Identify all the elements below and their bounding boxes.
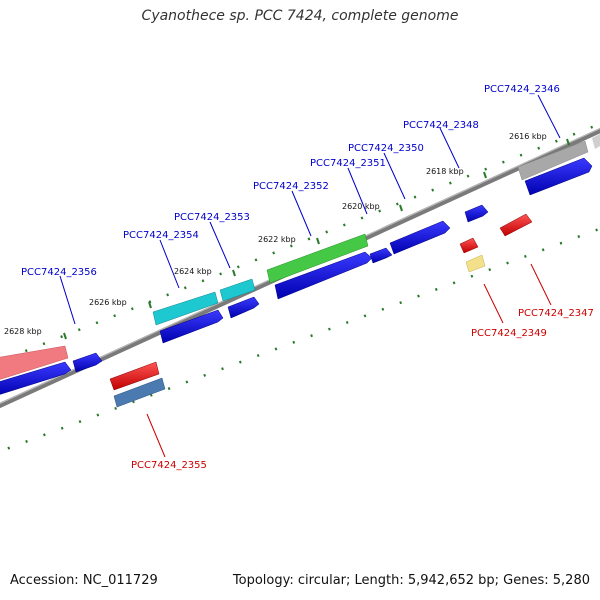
gene-label-2347[interactable]: PCC7424_2347 [518,308,594,319]
gene-2348-cds[interactable] [464,204,489,223]
gene-label-2353[interactable]: PCC7424_2353 [174,212,250,223]
gene-label-2356[interactable]: PCC7424_2356 [21,267,97,278]
gene-label-2351[interactable]: PCC7424_2351 [310,158,386,169]
kbp-tick-2620 [399,204,403,212]
leader-2353 [209,221,231,269]
kbp-label-2626: 2626 kbp [89,298,127,307]
gene-2352-cds[interactable] [274,251,373,300]
leader-2348 [439,127,460,169]
inner-tick-ring [0,227,600,453]
kbp-tick-2616 [566,138,570,146]
leader-2346 [537,94,561,139]
kbp-tick-2626 [148,301,152,309]
leader-2355 [146,413,166,458]
gene-2346-outer-end[interactable] [592,134,600,149]
leader-2347 [530,263,552,306]
gene-2347-cds[interactable] [499,213,533,237]
gene-left-outer[interactable] [0,345,69,381]
gene-2350-cds[interactable] [389,220,451,255]
leader-2350 [383,152,406,200]
kbp-label-2622: 2622 kbp [258,235,296,244]
gene-2354-cds[interactable] [159,309,224,344]
gene-2349-cds-a[interactable] [459,237,479,254]
gene-2346-cds[interactable] [524,157,593,196]
leader-2352 [291,190,312,237]
kbp-label-2620: 2620 kbp [342,202,380,211]
leader-2356 [59,275,76,325]
leader-2351 [347,167,368,215]
kbp-label-2616: 2616 kbp [509,132,547,141]
gene-label-2350[interactable]: PCC7424_2350 [348,143,424,154]
gene-left-cds[interactable] [0,361,72,396]
gene-2354-outer[interactable] [152,291,219,326]
kbp-label-2628: 2628 kbp [4,327,42,336]
gene-2356-cds[interactable] [72,352,103,373]
gene-label-2355[interactable]: PCC7424_2355 [131,460,207,471]
kbp-tick-2628 [63,332,67,340]
genome-summary-text: Topology: circular; Length: 5,942,652 bp… [232,573,590,588]
kbp-label-2618: 2618 kbp [426,167,464,176]
gene-2355-cds[interactable] [109,361,160,391]
gene-label-2354[interactable]: PCC7424_2354 [123,230,199,241]
kbp-tick-2622 [316,237,320,245]
gene-label-2349[interactable]: PCC7424_2349 [471,328,547,339]
gene-2355-inner[interactable] [113,377,166,408]
accession-text: Accession: NC_011729 [10,573,158,588]
gene-2346-outer[interactable] [517,140,589,181]
leader-2349 [483,283,504,324]
gene-2353-cds[interactable] [227,296,260,319]
leader-2354 [159,239,180,289]
map-title: Cyanothece sp. PCC 7424, complete genome [141,8,459,24]
gene-label-2352[interactable]: PCC7424_2352 [253,181,329,192]
kbp-label-2624: 2624 kbp [174,267,212,276]
gene-label-2348[interactable]: PCC7424_2348 [403,120,479,131]
kbp-tick-2624 [232,269,236,277]
gene-2352-outer[interactable] [266,233,369,284]
gene-2353-outer[interactable] [219,278,256,302]
gene-label-2346[interactable]: PCC7424_2346 [484,84,560,95]
gene-2349-cds-b[interactable] [465,254,486,273]
kbp-tick-2618 [483,171,487,179]
gene-2351-cds[interactable] [369,247,393,264]
